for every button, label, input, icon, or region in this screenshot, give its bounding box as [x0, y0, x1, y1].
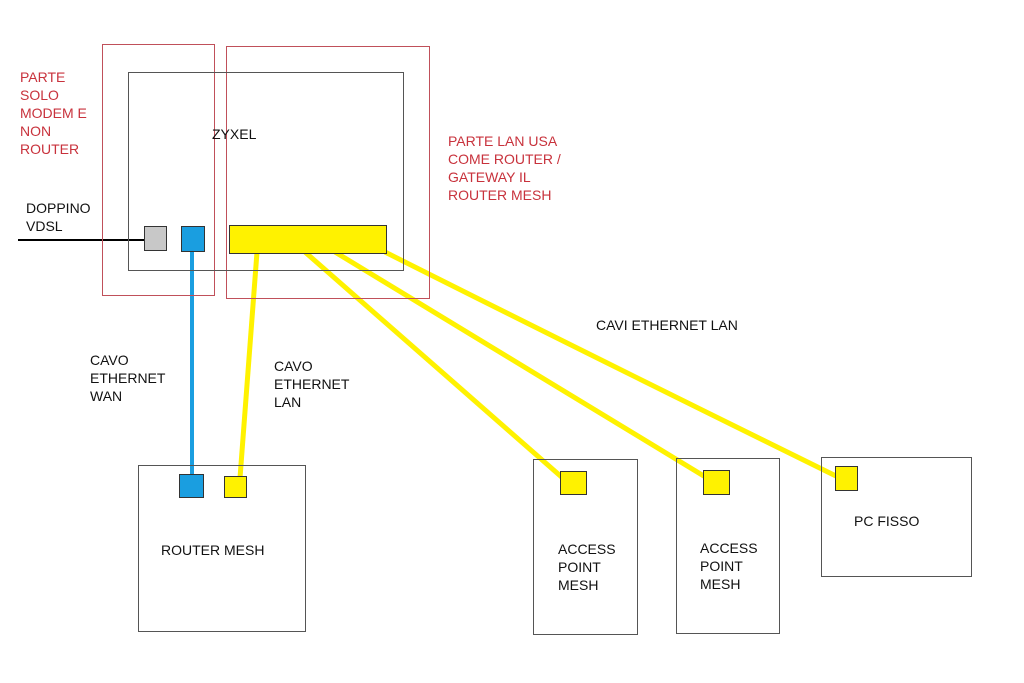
lan-cable-ap2: [333, 249, 714, 484]
cavi-lan-label: CAVI ETHERNET LAN: [596, 317, 738, 333]
lan-cable-pc: [383, 249, 842, 481]
cavo-lan-label: CAVO ETHERNET LAN: [274, 358, 350, 410]
lan-part-region: [226, 46, 430, 299]
wan-port: [181, 226, 205, 252]
router-mesh-device: [138, 465, 306, 632]
pc-port: [835, 466, 858, 491]
lan-cable-router-mesh: [237, 251, 260, 479]
router-mesh-lan-port: [224, 476, 247, 498]
access-point-2-label: ACCESS POINT MESH: [700, 540, 758, 592]
zyxel-label: ZYXEL: [212, 126, 257, 142]
router-mesh-label: ROUTER MESH: [161, 542, 265, 558]
cavo-wan-label: CAVO ETHERNET WAN: [90, 352, 166, 404]
access-point-2-port: [703, 470, 730, 495]
lan-ports: [229, 225, 387, 254]
modem-part-region: [102, 44, 215, 296]
doppino-label: DOPPINO VDSL: [26, 200, 91, 234]
dsl-port: [144, 226, 167, 251]
zyxel-device: [128, 72, 404, 271]
access-point-1-device: [533, 459, 638, 635]
pc-label: PC FISSO: [854, 513, 920, 529]
router-mesh-wan-port: [179, 474, 204, 498]
lan-cable-ap1: [303, 250, 567, 482]
access-point-2-device: [676, 458, 780, 634]
access-point-1-label: ACCESS POINT MESH: [558, 541, 616, 593]
pc-device: [821, 457, 972, 577]
lan-part-label: PARTE LAN USA COME ROUTER / GATEWAY IL R…: [448, 133, 561, 203]
access-point-1-port: [560, 471, 587, 495]
modem-part-label: PARTE SOLO MODEM E NON ROUTER: [20, 69, 87, 157]
